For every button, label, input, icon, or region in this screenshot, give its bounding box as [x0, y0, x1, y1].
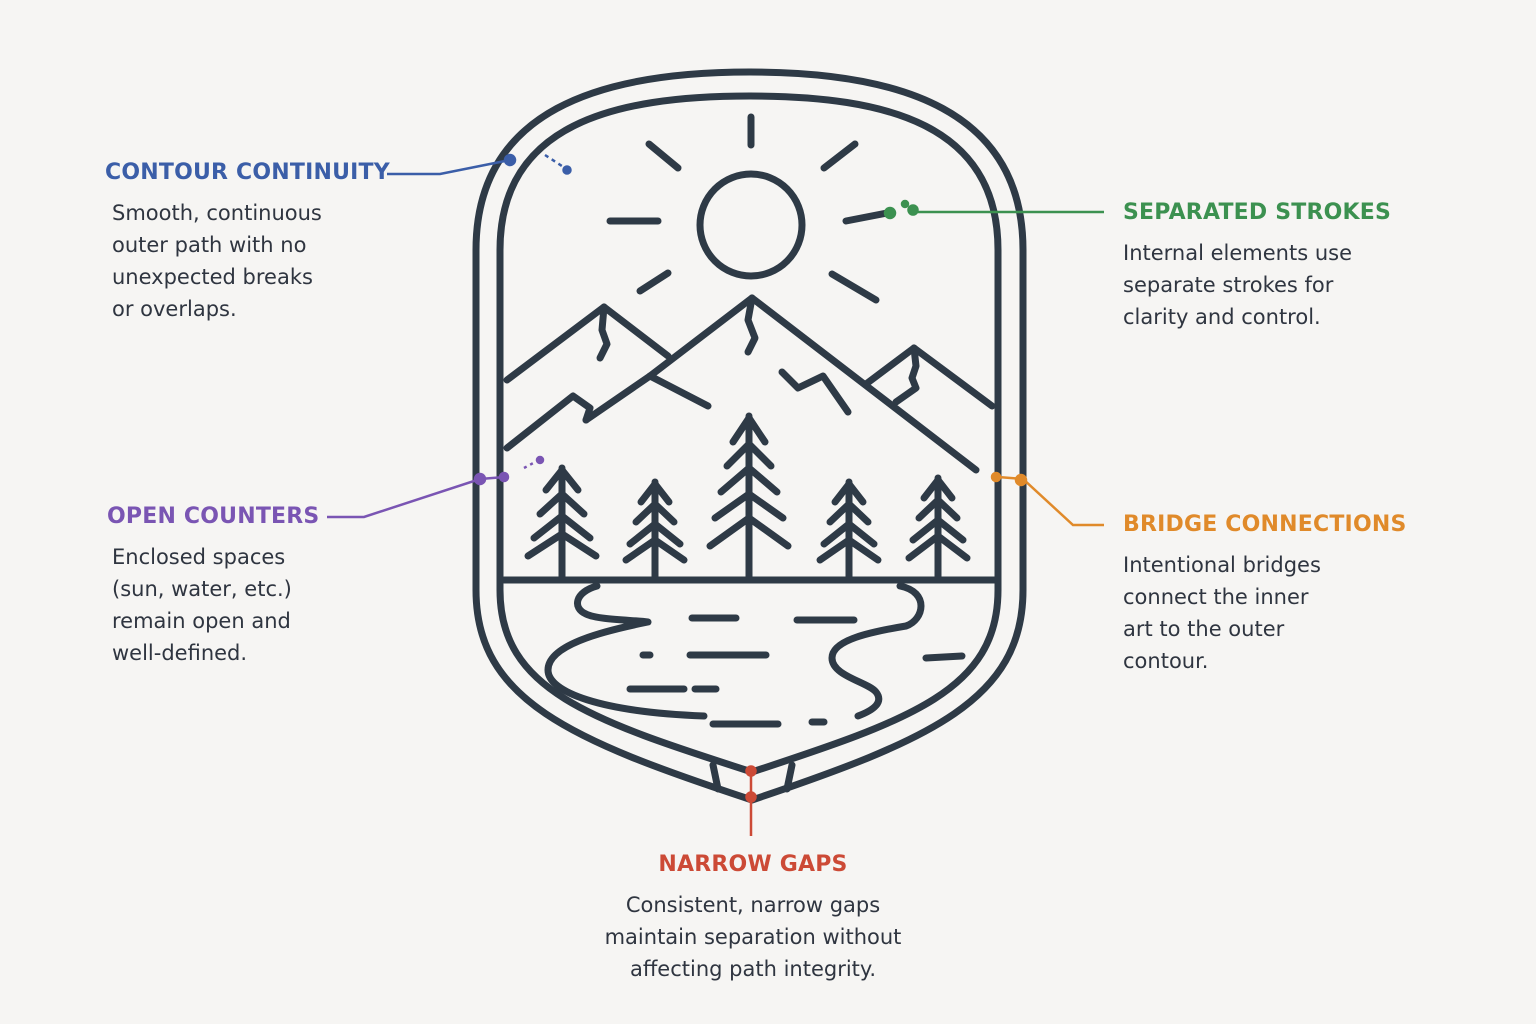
badge-contours [472, 68, 1027, 804]
river-right-bank [828, 582, 925, 720]
water-line [922, 652, 966, 662]
tree-1 [524, 464, 600, 582]
callout-title: BRIDGE CONNECTIONS [1123, 512, 1407, 537]
river-left-bank [544, 582, 708, 720]
tree-5 [905, 474, 971, 582]
callout-title: NARROW GAPS [658, 852, 848, 877]
tree-2 [622, 478, 688, 582]
callout-description: Enclosed spaces (sun, water, etc.) remai… [112, 545, 292, 665]
sun-circle [696, 170, 806, 280]
callout-narrow-gaps: NARROW GAPS Consistent, narrow gaps main… [553, 852, 953, 985]
river [544, 582, 966, 728]
tree-3 [706, 412, 792, 582]
badge-outer-contour [472, 68, 1027, 804]
callout-contour-continuity: CONTOUR CONTINUITY Smooth, continuous ou… [105, 160, 390, 325]
callout-title: SEPARATED STROKES [1123, 200, 1392, 225]
mountain-back-left [503, 392, 594, 452]
leader-separated [883, 199, 1104, 220]
callout-separated-strokes: SEPARATED STROKES Internal elements use … [1123, 200, 1423, 333]
bottom-gap-right [783, 761, 796, 793]
sun [606, 113, 896, 304]
callout-title: OPEN COUNTERS [107, 504, 320, 529]
callout-open-counters: OPEN COUNTERS Enclosed spaces (sun, wate… [107, 504, 352, 669]
mountain-center-ridge [646, 372, 712, 410]
callout-title: CONTOUR CONTINUITY [105, 160, 390, 185]
trees [500, 412, 999, 584]
mountains [503, 294, 996, 474]
callout-description: Consistent, narrow gaps maintain separat… [604, 893, 902, 981]
leader-contour [387, 153, 572, 176]
bottom-gap-left [709, 761, 722, 793]
mountain-center-crack [744, 294, 759, 356]
leader-open [327, 455, 545, 519]
mountain-center-right-ridge [778, 368, 852, 416]
mountain-left-ridge [596, 303, 611, 362]
sun-ray [636, 269, 672, 295]
leader-narrow [745, 765, 757, 836]
tree-4 [816, 478, 882, 582]
sun-ray [645, 140, 682, 172]
callout-description: Internal elements use separate strokes f… [1123, 241, 1352, 329]
callout-bridge-connections: BRIDGE CONNECTIONS Intentional bridges c… [1123, 512, 1407, 677]
leader-bridge [990, 471, 1104, 527]
badge-inner-contour [496, 92, 1002, 776]
sun-ray [828, 270, 880, 304]
callout-description: Intentional bridges connect the inner ar… [1123, 553, 1321, 673]
sun-ray [820, 140, 859, 172]
mountain-left [503, 303, 672, 384]
mountain-right-ridge [892, 344, 920, 406]
callout-description: Smooth, continuous outer path with no un… [112, 201, 322, 321]
